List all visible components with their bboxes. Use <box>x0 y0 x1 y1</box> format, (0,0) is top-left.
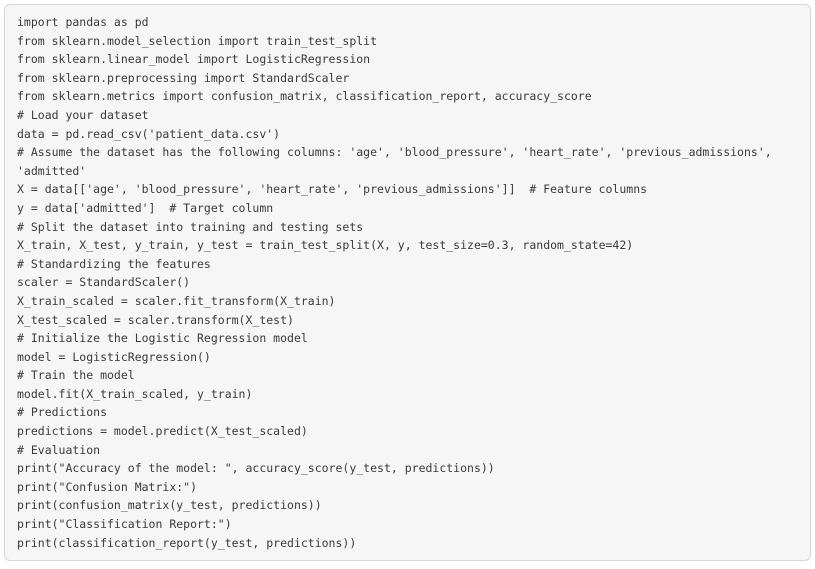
code-line: model = LogisticRegression() <box>17 349 211 364</box>
code-line: print("Classification Report:") <box>17 517 232 532</box>
code-line: # Predictions <box>17 405 108 420</box>
code-line: # Standardizing the features <box>17 256 211 271</box>
code-line: predictions = model.predict(X_test_scale… <box>17 424 308 439</box>
code-line: # Train the model <box>17 368 135 383</box>
code-line: from sklearn.metrics import confusion_ma… <box>17 89 592 104</box>
code-line: print(classification_report(y_test, pred… <box>17 535 357 550</box>
code-line: model.fit(X_train_scaled, y_train) <box>17 386 253 401</box>
code-line: X = data[['age', 'blood_pressure', 'hear… <box>17 182 648 197</box>
code-line: import pandas as pd <box>17 15 149 29</box>
code-line: print(confusion_matrix(y_test, predictio… <box>17 498 322 513</box>
code-line: X_test_scaled = scaler.transform(X_test) <box>17 312 294 327</box>
code-line: y = data['admitted'] # Target column <box>17 200 274 215</box>
code-line: data = pd.read_csv('patient_data.csv') <box>17 126 281 141</box>
code-content: import pandas as pd from sklearn.model_se… <box>17 13 798 552</box>
code-line: from sklearn.model_selection import trai… <box>17 33 378 48</box>
code-line: # Split the dataset into training and te… <box>17 219 364 234</box>
code-line: # Assume the dataset has the following c… <box>17 145 779 178</box>
code-line: # Load your dataset <box>17 107 149 122</box>
code-line: # Initialize the Logistic Regression mod… <box>17 331 308 346</box>
code-line: scaler = StandardScaler() <box>17 275 191 290</box>
code-line: from sklearn.preprocessing import Standa… <box>17 70 350 85</box>
code-line: X_train_scaled = scaler.fit_transform(X_… <box>17 293 336 308</box>
code-line: from sklearn.linear_model import Logisti… <box>17 52 371 67</box>
code-line: # Evaluation <box>17 442 101 457</box>
code-line: print("Accuracy of the model: ", accurac… <box>17 461 495 476</box>
code-line: print("Confusion Matrix:") <box>17 479 198 494</box>
code-line: X_train, X_test, y_train, y_test = train… <box>17 238 634 253</box>
code-block: import pandas as pd from sklearn.model_se… <box>4 4 811 562</box>
